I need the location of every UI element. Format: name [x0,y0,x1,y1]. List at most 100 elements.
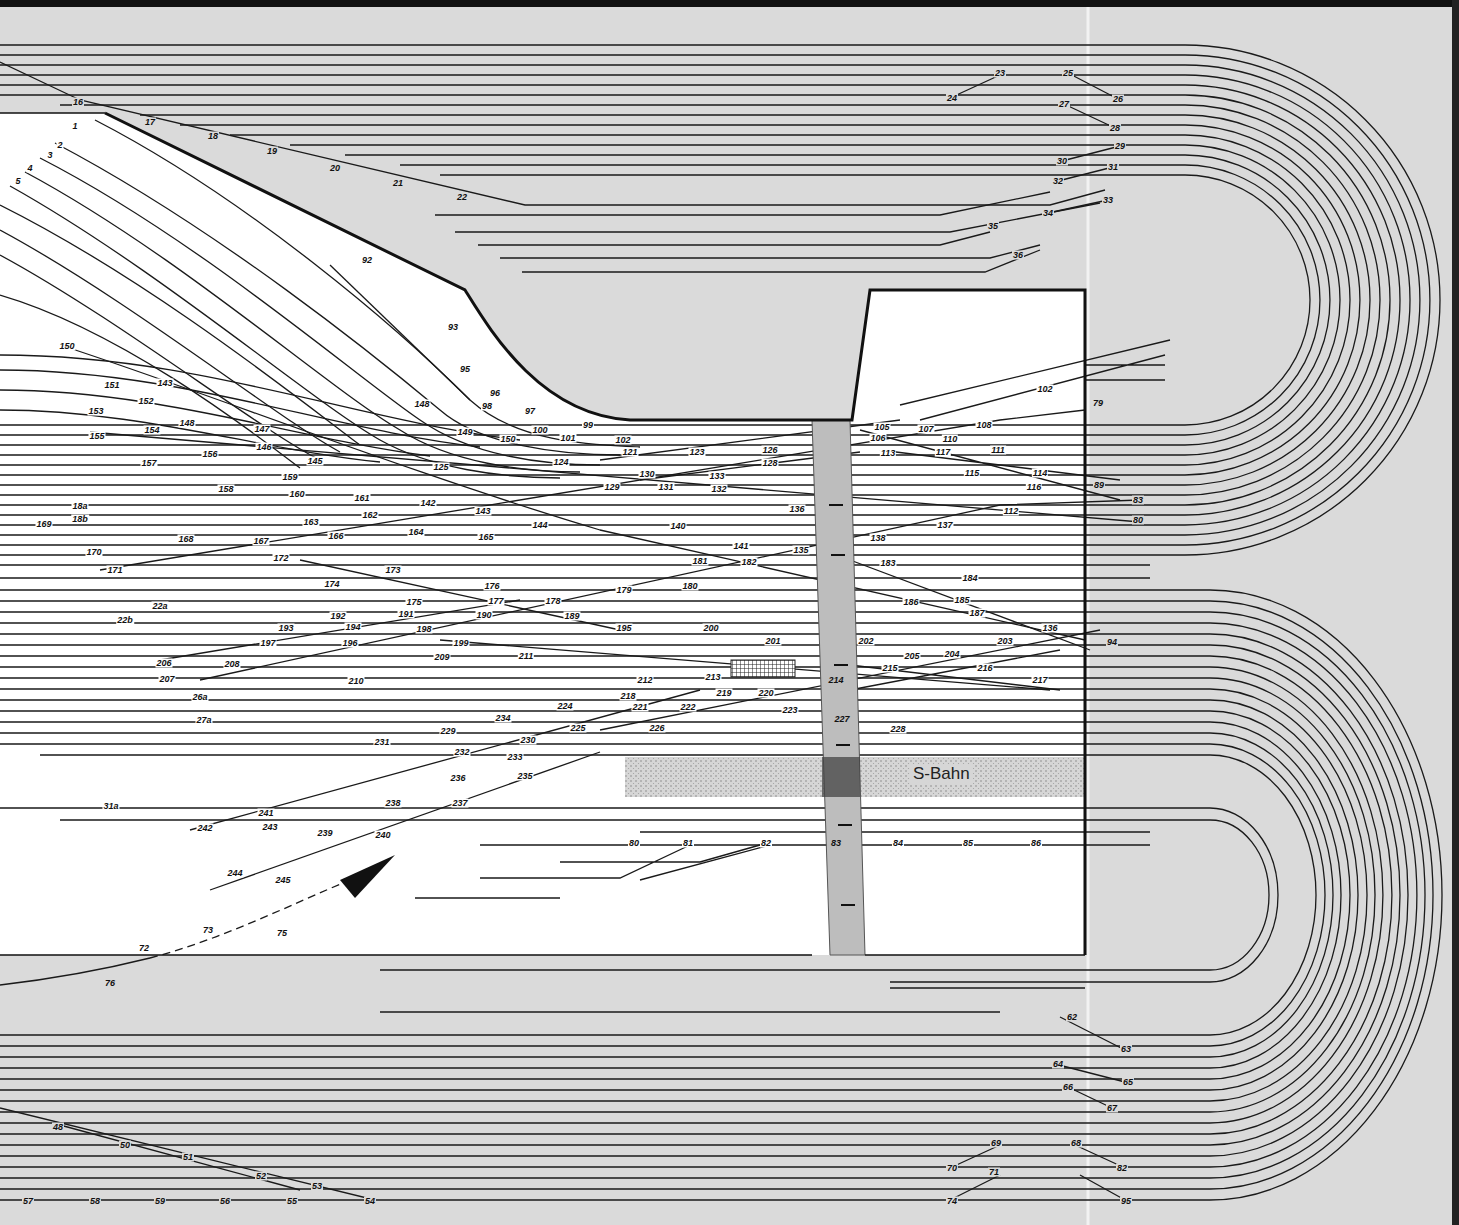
switch-number: 138 [869,534,886,543]
switch-number: 178 [544,597,561,606]
switch-number: 212 [636,676,653,685]
switch-number: 111 [990,446,1006,455]
switch-number: 32 [1052,177,1064,186]
switch-number: 115 [964,469,980,478]
switch-number: 80 [628,839,640,848]
switch-number: 55 [286,1197,298,1206]
switch-number: 141 [732,542,749,551]
switch-number: 75 [276,929,288,938]
switch-number: 136 [1041,624,1058,633]
switch-number: 215 [881,664,898,673]
switch-number: 184 [961,574,978,583]
switch-number: 157 [140,459,157,468]
switch-number: 110 [942,435,958,444]
switch-number: 18 [207,132,219,141]
switch-number: 152 [137,397,154,406]
switch-number: 236 [449,774,466,783]
switch-number: 204 [943,650,960,659]
switch-number: 23 [994,69,1006,78]
switch-number: 20 [329,164,341,173]
switch-number: 232 [453,748,470,757]
switch-number: 92 [361,256,373,265]
switch-number: 245 [274,876,291,885]
switch-number: 179 [615,586,632,595]
switch-number: 16 [72,98,84,107]
switch-number: 30 [1056,157,1068,166]
switch-number: 94 [1106,638,1118,647]
switch-number: 144 [531,521,548,530]
switch-number: 85 [962,839,974,848]
switch-number: 31a [102,802,119,811]
switch-number: 79 [1092,399,1104,408]
switch-number: 102 [614,436,631,445]
switch-number: 65 [1122,1078,1134,1087]
switch-number: 150 [58,342,75,351]
switch-number: 130 [638,470,655,479]
switch-number: 161 [353,494,370,503]
switch-number: 96 [489,389,501,398]
switch-number: 66 [1062,1083,1074,1092]
switch-number: 121 [621,448,638,457]
switch-number: 186 [902,598,919,607]
switch-number: 128 [761,459,778,468]
switch-number: 95 [1120,1197,1132,1206]
switch-number: 67 [1106,1104,1118,1113]
switch-number: 154 [143,426,160,435]
switch-number: 28 [1109,124,1121,133]
switch-number: 131 [657,483,674,492]
switch-number: 2 [56,141,63,150]
switch-number: 209 [433,653,450,662]
switch-number: 114 [1032,469,1048,478]
switch-number: 165 [477,533,494,542]
switch-number: 230 [519,736,536,745]
switch-number: 107 [917,425,934,434]
switch-number: 93 [447,323,459,332]
switch-number: 51 [182,1153,194,1162]
switch-number: 164 [407,528,424,537]
switch-number: 18a [71,502,88,511]
switch-number: 240 [374,831,391,840]
switch-number: 29 [1114,142,1126,151]
switch-number: 227 [833,715,850,724]
switch-number: 201 [764,637,781,646]
switch-number: 171 [106,566,123,575]
switch-number: 242 [196,824,213,833]
switch-number: 123 [688,448,705,457]
switch-number: 95 [459,365,471,374]
sbahn-band: S-Bahn [625,757,1085,797]
switch-number: 142 [419,499,436,508]
switch-number: 3 [46,151,53,160]
switch-number: 73 [202,926,214,935]
switch-number: 26 [1112,95,1124,104]
switch-number: 83 [830,839,842,848]
switch-number: 83 [1132,496,1144,505]
switch-number: 145 [306,457,323,466]
switch-number: 27 [1058,100,1070,109]
switch-number: 169 [35,520,52,529]
switch-number: 239 [316,829,333,838]
switch-number: 117 [935,448,951,457]
switch-number: 217 [1031,676,1048,685]
switch-number: 133 [708,472,725,481]
switch-number: 137 [936,521,953,530]
switch-number: 219 [715,689,732,698]
switch-number: 170 [85,548,102,557]
switch-number: 182 [740,558,757,567]
switch-number: 183 [879,559,896,568]
switch-number: 177 [487,597,504,606]
switch-number: 195 [615,624,632,633]
switch-number: 124 [552,458,569,467]
switch-number: 136 [788,505,805,514]
switch-number: 221 [631,703,648,712]
switch-number: 25 [1062,69,1074,78]
switch-number: 27a [195,716,212,725]
switch-number: 36 [1012,251,1024,260]
switch-number: 147 [253,425,270,434]
switch-number: 69 [990,1139,1002,1148]
switch-number: 35 [987,222,999,231]
switch-number: 156 [201,450,218,459]
switch-number: 63 [1120,1045,1132,1054]
switch-number: 159 [281,473,298,482]
switch-number: 189 [563,612,580,621]
